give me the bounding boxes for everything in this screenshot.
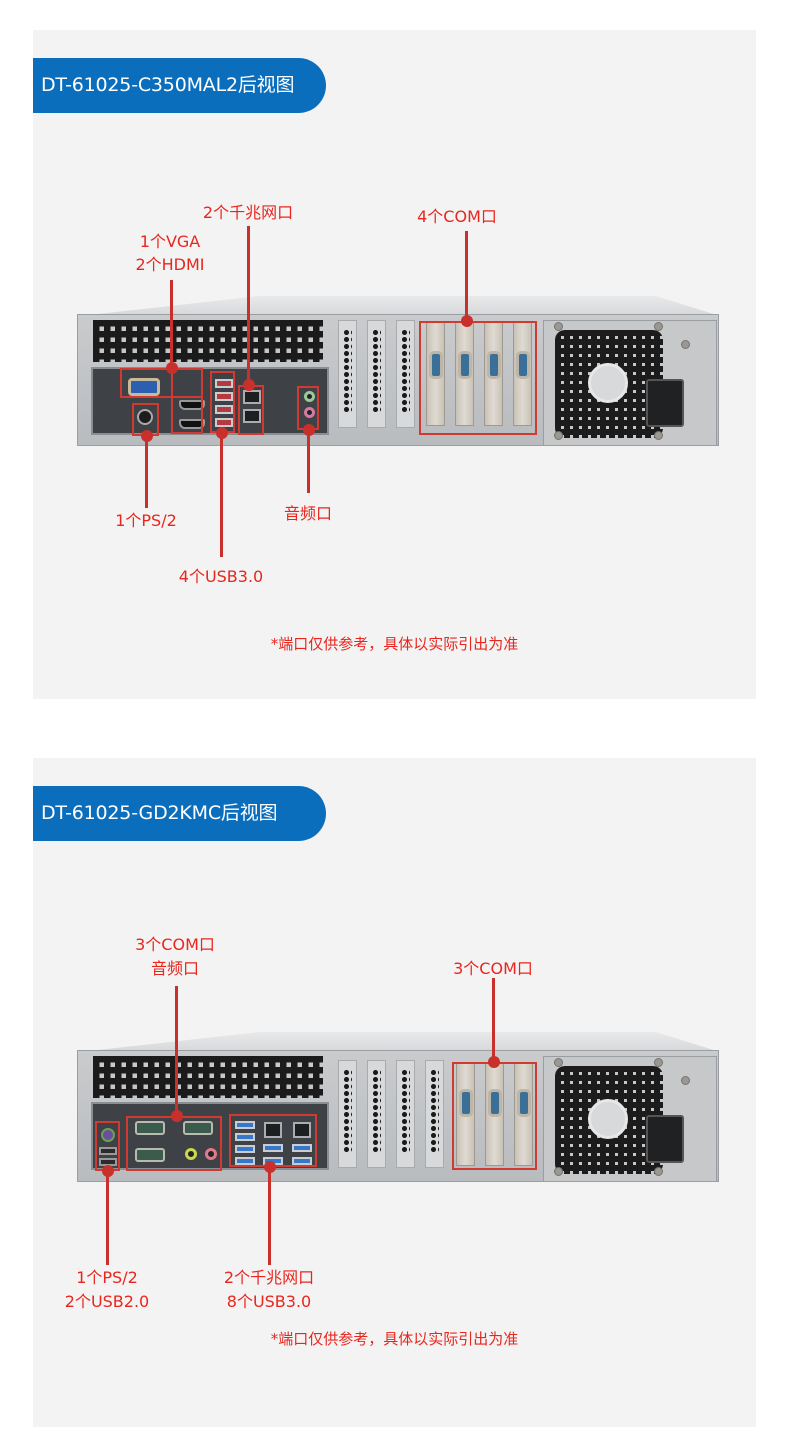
label-ps2: 1个PS/2 — [115, 511, 177, 530]
audio-jack-pink — [205, 1148, 217, 1160]
label-usb: 4个USB3.0 — [178, 567, 264, 586]
usb3-port-4 — [215, 418, 233, 427]
com-callout-box — [452, 1062, 537, 1170]
ps2-port — [137, 409, 153, 425]
label-com: 4个COM口 — [417, 207, 497, 226]
audio-jack-green — [304, 391, 315, 402]
audio-jack-pink — [304, 407, 315, 418]
label-ps2-usb2-2: 2个USB2.0 — [64, 1292, 150, 1311]
usb3-port-2 — [215, 392, 233, 401]
label-com-audio-1: 3个COM口 — [135, 935, 215, 954]
com-audio-callout-box — [126, 1116, 222, 1171]
usb3-port-6 — [292, 1144, 312, 1152]
lan-callout-box — [238, 385, 264, 435]
disclaimer-note: *端口仅供参考，具体以实际引出为准 — [270, 635, 519, 653]
disclaimer-note: *端口仅供参考，具体以实际引出为准 — [270, 1330, 519, 1348]
rear-view-panel-2: DT-61025-GD2KMC后视图 — [33, 758, 756, 1427]
com-callout-box — [419, 321, 537, 435]
usb3-port-5 — [263, 1144, 283, 1152]
hdmi-port-1 — [179, 400, 205, 410]
vent-grille — [93, 320, 323, 362]
panel-title-badge: DT-61025-C350MAL2后视图 — [33, 58, 326, 113]
usb-callout-box — [210, 371, 235, 433]
vga-port — [128, 378, 160, 396]
label-lan-usb3-1: 2个千兆网口 — [223, 1268, 315, 1287]
hdmi-callout-box — [171, 368, 203, 434]
label-lan-usb3-2: 8个USB3.0 — [226, 1292, 312, 1311]
rear-view-panel-1: DT-61025-C350MAL2后视图 — [33, 30, 756, 699]
com-port-1 — [135, 1121, 165, 1135]
usb3-port-3 — [215, 405, 233, 414]
power-inlet — [646, 1115, 684, 1163]
label-audio: 音频口 — [283, 504, 333, 523]
lan-port-2 — [293, 1122, 311, 1138]
ps2-usb2-callout-box — [95, 1121, 120, 1171]
usb3-port-3 — [235, 1145, 255, 1153]
lan-port-1 — [243, 390, 261, 404]
usb2-port-1 — [99, 1147, 117, 1155]
label-lan: 2个千兆网口 — [202, 203, 294, 222]
audio-jack-lime — [185, 1148, 197, 1160]
label-com: 3个COM口 — [453, 959, 533, 978]
panel-title-badge: DT-61025-GD2KMC后视图 — [33, 786, 326, 841]
label-ps2-usb2-1: 1个PS/2 — [76, 1268, 138, 1287]
usb3-port-4 — [235, 1157, 255, 1165]
ps2-port — [101, 1128, 115, 1142]
com-port-3 — [135, 1148, 165, 1162]
label-vga: 1个VGA — [139, 232, 201, 251]
lan-port-1 — [264, 1122, 282, 1138]
power-inlet — [646, 379, 684, 427]
vent-grille — [93, 1056, 323, 1098]
usb3-port-2 — [235, 1133, 255, 1141]
hdmi-port-2 — [179, 419, 205, 429]
lan-port-2 — [243, 409, 261, 423]
usb3-port-8 — [292, 1157, 312, 1165]
usb3-port-1 — [215, 379, 233, 388]
label-hdmi: 2个HDMI — [135, 255, 205, 274]
com-port-2 — [183, 1121, 213, 1135]
lan-usb3-callout-box — [229, 1114, 317, 1167]
label-com-audio-2: 音频口 — [150, 959, 200, 978]
usb3-port-1 — [235, 1121, 255, 1129]
